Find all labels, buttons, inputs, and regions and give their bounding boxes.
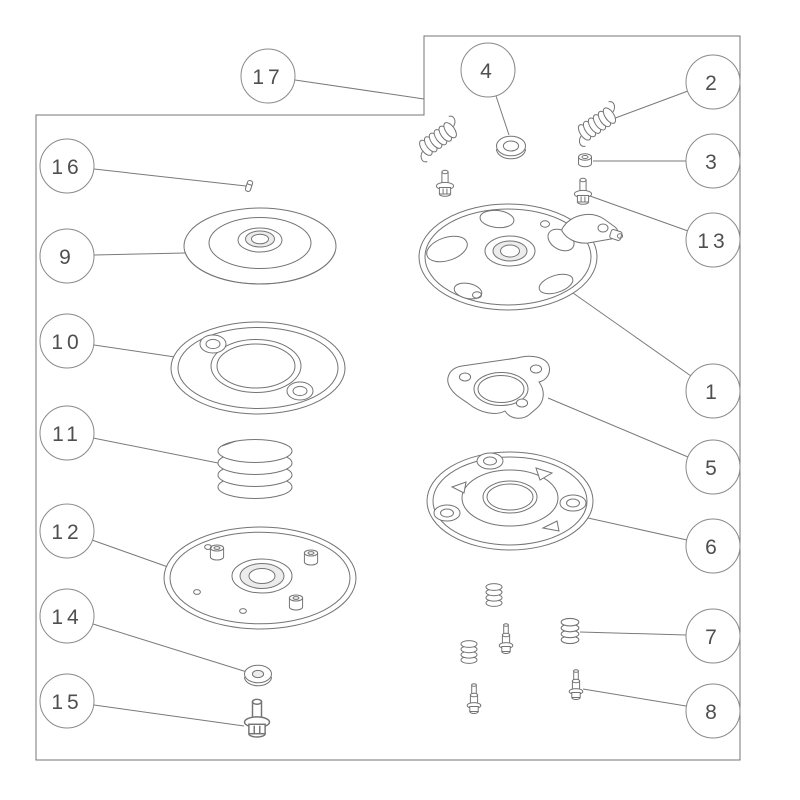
leader-line-5	[547, 397, 689, 458]
callout-11: 11	[39, 405, 95, 461]
callout-1-label: 1	[705, 381, 721, 404]
callout-14-label: 14	[51, 606, 82, 629]
leader-line-9	[93, 252, 186, 256]
part-pin-icon	[466, 683, 482, 714]
callout-8: 8	[685, 683, 741, 739]
callout-7-label: 7	[705, 626, 721, 649]
callout-1: 1	[685, 363, 741, 419]
part-12-backing-plate	[163, 526, 357, 630]
callout-3: 3	[685, 133, 741, 189]
callout-8-label: 8	[705, 701, 721, 724]
callout-9: 9	[39, 228, 95, 284]
callout-2: 2	[685, 54, 741, 110]
callout-6-label: 6	[705, 536, 721, 559]
part-spring-left-icon	[410, 113, 466, 165]
callout-11-label: 11	[52, 423, 82, 446]
callout-6: 6	[685, 518, 741, 574]
callout-4-label: 4	[480, 60, 496, 83]
leader-line-7	[579, 631, 687, 636]
callout-15: 15	[39, 673, 95, 729]
part-pin-icon	[498, 623, 514, 654]
part-8-pin-icon	[568, 669, 584, 700]
callout-13: 13	[685, 212, 741, 268]
callout-3-label: 3	[705, 151, 721, 174]
part-7-spring-icon	[560, 617, 580, 645]
part-spring-small-icon	[460, 640, 478, 664]
leader-line-11	[92, 437, 219, 464]
callout-16-label: 16	[51, 156, 82, 179]
part-4-washer	[496, 135, 526, 160]
leader-line-1	[572, 292, 692, 377]
callout-5: 5	[685, 439, 741, 495]
part-9-pulley-cover	[183, 207, 337, 285]
part-5-gasket	[447, 355, 550, 419]
leader-line-16	[93, 168, 247, 187]
callout-2-label: 2	[705, 72, 721, 95]
part-11-spring	[217, 439, 293, 499]
leader-line-4	[495, 95, 510, 136]
leader-line-10	[93, 344, 176, 358]
callout-7: 7	[685, 608, 741, 664]
part-6-hub	[426, 451, 594, 551]
callout-5-label: 5	[705, 457, 721, 480]
callout-17-label: 17	[252, 66, 283, 89]
leader-line-15	[93, 704, 245, 727]
callout-9-label: 9	[59, 246, 75, 269]
leader-line-17	[294, 79, 425, 100]
callout-4: 4	[460, 42, 516, 98]
diagram-border	[35, 35, 741, 761]
callout-16: 16	[39, 138, 95, 194]
part-14-washer	[244, 664, 272, 687]
part-10-retainer-plate	[170, 321, 346, 415]
part-bolt-left-icon	[435, 169, 455, 197]
leader-line-6	[587, 517, 688, 541]
part-3-nut	[578, 153, 592, 168]
leader-line-8	[582, 688, 687, 707]
callout-12-label: 12	[51, 521, 82, 544]
callout-14: 14	[39, 588, 95, 644]
part-2-spring-icon	[568, 99, 626, 149]
callout-15-label: 15	[51, 691, 82, 714]
leader-lines	[91, 79, 692, 727]
part-13-bolt-icon	[573, 177, 593, 205]
callout-13-label: 13	[697, 230, 728, 253]
part-spring-small-icon	[485, 583, 503, 607]
leader-line-13	[589, 195, 689, 232]
leader-line-2	[609, 90, 689, 121]
callout-12: 12	[39, 503, 95, 559]
leader-line-14	[92, 623, 248, 673]
callout-17: 17	[240, 48, 296, 104]
leader-line-12	[91, 539, 169, 568]
part-1-brake-drum	[418, 203, 624, 311]
part-16-pin	[244, 180, 254, 192]
callout-10-label: 10	[51, 331, 82, 354]
callout-10: 10	[39, 313, 95, 369]
part-15-bolt-icon	[243, 698, 271, 738]
